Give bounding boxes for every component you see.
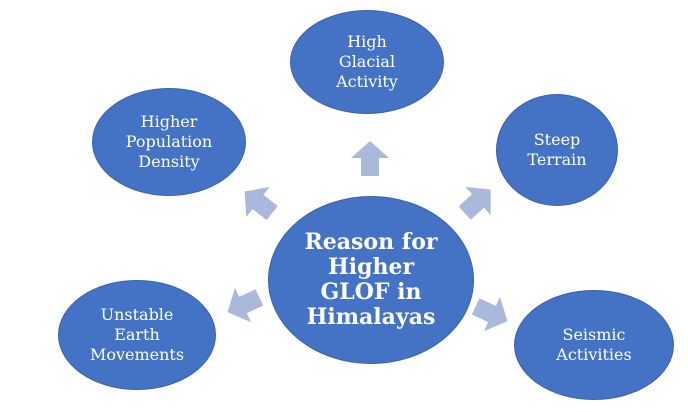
- node-seismic-activities: Seismic Activities: [514, 290, 674, 400]
- node-label-line: Seismic: [562, 325, 626, 344]
- node-label-line: Higher: [140, 112, 198, 131]
- node-label-line: High: [347, 32, 387, 51]
- node-label-line: Unstable: [100, 305, 174, 324]
- node-label-line: Population: [125, 132, 213, 151]
- node-steep-terrain: Steep Terrain: [496, 94, 618, 206]
- arrow-right-icon: [471, 296, 508, 332]
- node-label-line: Density: [138, 152, 200, 171]
- node-higher-population-density: Higher Population Density: [92, 88, 246, 196]
- node-high-glacial-activity: High Glacial Activity: [290, 10, 444, 114]
- node-unstable-earth-movements: Unstable Earth Movements: [58, 280, 216, 390]
- node-label-line: Movements: [89, 345, 185, 364]
- node-label-line: Glacial: [338, 52, 396, 71]
- center-label-line: Reason for: [304, 229, 438, 255]
- node-label-line: Terrain: [527, 150, 587, 169]
- node-label-line: Activities: [556, 345, 632, 364]
- arrow-upper-left-icon: [244, 187, 278, 221]
- node-center-reason: Reason for Higher GLOF in Himalayas: [268, 196, 474, 364]
- center-label-line: GLOF in: [320, 279, 422, 305]
- node-label-line: Steep: [533, 130, 581, 149]
- center-label-line: Higher: [327, 254, 415, 280]
- node-label-line: Activity: [336, 72, 398, 91]
- arrow-left-icon: [227, 287, 264, 323]
- node-label-line: Earth: [114, 325, 160, 344]
- arrow-upper-right-icon: [458, 186, 491, 220]
- center-label-line: Himalayas: [306, 304, 436, 330]
- arrow-up-icon: [351, 141, 389, 176]
